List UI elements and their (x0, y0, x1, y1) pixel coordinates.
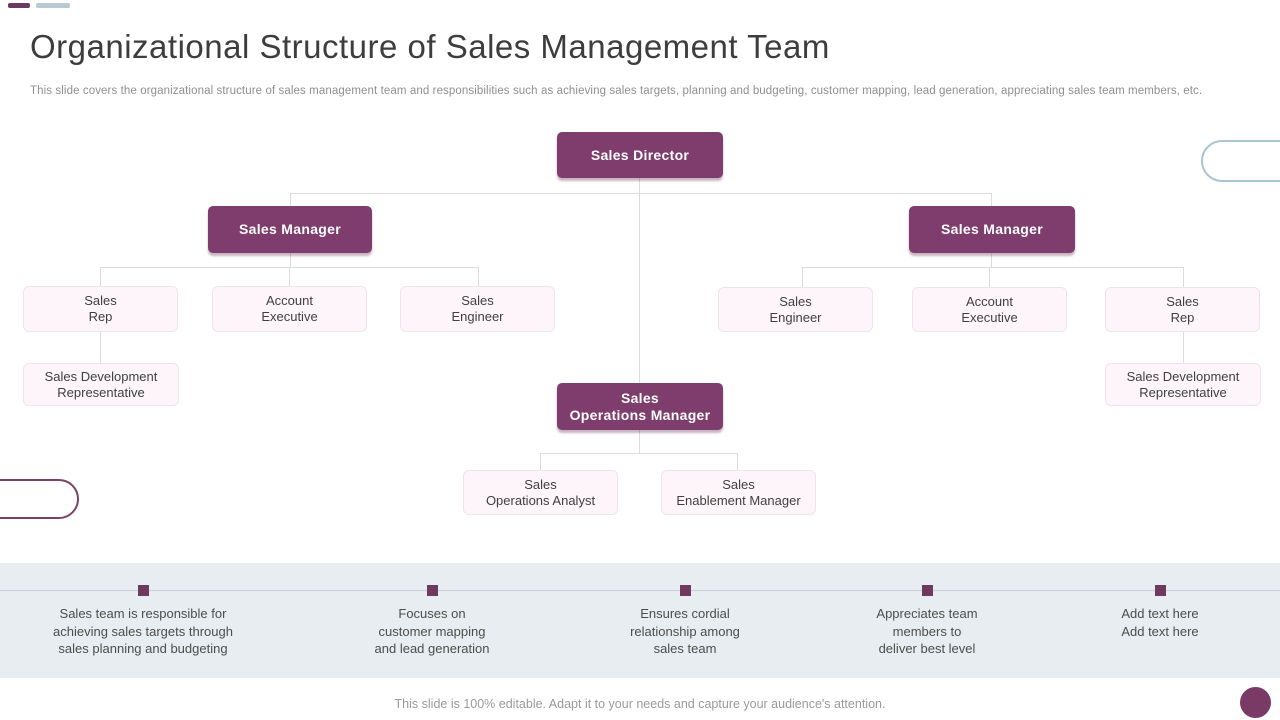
decor-circle (1240, 687, 1271, 718)
band-timeline (0, 590, 1280, 591)
connector-line (289, 267, 290, 286)
accent-bar-blue (36, 3, 70, 8)
band-item-5[interactable]: Add text here Add text here (1121, 606, 1199, 639)
band-item-1[interactable]: Sales team is responsible for achieving … (53, 606, 233, 656)
connector-line (1183, 332, 1184, 363)
connector-line (100, 332, 101, 363)
connector-line (478, 267, 479, 286)
decor-pill-right (1201, 140, 1280, 182)
connector-line (991, 193, 992, 206)
org-node-account-executive-right[interactable]: Account Executive (912, 287, 1067, 332)
band-marker (680, 585, 691, 596)
connector-line (639, 430, 640, 453)
connector-line (290, 193, 992, 194)
page-title: Organizational Structure of Sales Manage… (30, 28, 830, 65)
org-node-sales-director[interactable]: Sales Director (557, 132, 723, 178)
band-item-3[interactable]: Ensures cordial relationship among sales… (630, 606, 740, 656)
org-node-account-executive-left[interactable]: Account Executive (212, 286, 367, 332)
band-marker (1155, 585, 1166, 596)
accent-bar-purple (8, 3, 30, 8)
org-node-sales-engineer-left[interactable]: Sales Engineer (400, 286, 555, 332)
org-node-sales-manager-left[interactable]: Sales Manager (208, 206, 372, 253)
org-node-sales-engineer-right[interactable]: Sales Engineer (718, 287, 873, 332)
connector-line (100, 267, 101, 286)
org-node-sales-manager-right[interactable]: Sales Manager (909, 206, 1075, 253)
connector-line (290, 193, 291, 206)
connector-line (639, 178, 640, 384)
org-node-sales-enablement-manager[interactable]: Sales Enablement Manager (661, 470, 816, 515)
responsibilities-band (0, 563, 1280, 678)
org-node-sales-operations-analyst[interactable]: Sales Operations Analyst (463, 470, 618, 515)
connector-line (802, 267, 803, 287)
band-item-2[interactable]: Focuses on customer mapping and lead gen… (374, 606, 490, 656)
slide-subtitle: This slide covers the organizational str… (30, 85, 1203, 97)
org-node-sales-operations-manager[interactable]: Sales Operations Manager (557, 383, 723, 430)
connector-line (1183, 267, 1184, 287)
org-node-sales-development-rep-left[interactable]: Sales Development Representative (23, 363, 179, 406)
connector-line (540, 453, 738, 454)
connector-line (989, 267, 990, 287)
connector-line (540, 453, 541, 470)
band-marker (138, 585, 149, 596)
band-item-4[interactable]: Appreciates team members to deliver best… (876, 606, 978, 656)
org-node-sales-development-rep-right[interactable]: Sales Development Representative (1105, 363, 1261, 406)
connector-line (737, 453, 738, 470)
connector-line (991, 253, 992, 267)
decor-pill-left (0, 479, 79, 519)
connector-line (802, 267, 1184, 268)
org-node-sales-rep-left[interactable]: Sales Rep (23, 286, 178, 332)
band-marker (922, 585, 933, 596)
band-marker (427, 585, 438, 596)
org-node-sales-rep-right[interactable]: Sales Rep (1105, 287, 1260, 332)
connector-line (290, 253, 291, 267)
editable-note: This slide is 100% editable. Adapt it to… (394, 697, 886, 711)
